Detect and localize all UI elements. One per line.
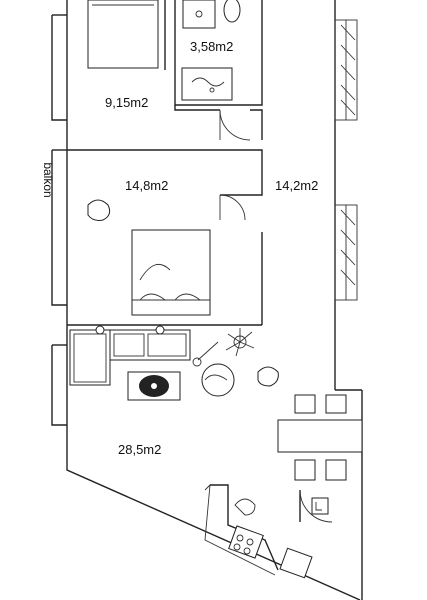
area-label-bedroom: 14,8m2 (125, 178, 168, 193)
guitar (192, 341, 219, 367)
bathroom-fixtures (181, 0, 241, 101)
plant (225, 328, 255, 357)
area-label-living: 28,5m2 (118, 442, 161, 457)
interior-walls (67, 0, 263, 326)
balcony-label: balkon (41, 162, 55, 197)
area-label-bathroom: 3,58m2 (190, 39, 233, 54)
outer-walls (51, 0, 363, 600)
entrance-door (299, 489, 333, 523)
dining-set (277, 394, 363, 481)
chair-bedroom (87, 199, 111, 221)
armchair-living (201, 363, 235, 397)
window-top-right (334, 19, 358, 121)
area-label-small-bedroom: 9,15m2 (105, 95, 148, 110)
window-middle-right (334, 204, 358, 301)
chair-living-2 (257, 366, 279, 387)
kitchen (204, 483, 313, 579)
bed-bedroom (131, 229, 211, 316)
sofa (69, 325, 191, 386)
coffee-table (127, 371, 181, 401)
bed-small-bedroom (87, 0, 159, 69)
area-label-hall: 14,2m2 (275, 178, 318, 193)
